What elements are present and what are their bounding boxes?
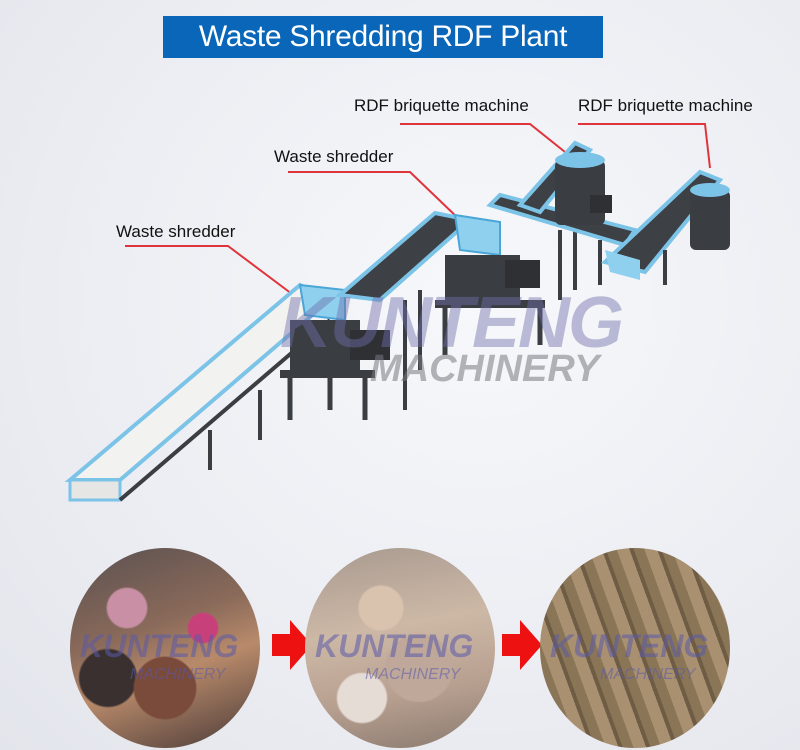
leader-lines: [125, 123, 711, 301]
watermark-brand: KUNTENG: [550, 628, 709, 664]
inclined-conveyor: [64, 282, 334, 502]
plant-illustration: [64, 123, 730, 502]
watermark-brand: KUNTENG: [280, 283, 624, 363]
waste-shredder-1: [280, 283, 422, 420]
watermark-sub: MACHINERY: [365, 666, 461, 683]
watermark-sub: MACHINERY: [370, 348, 600, 390]
label-rdf-briquette-machine-1: RDF briquette machine: [354, 96, 529, 115]
page-title: Waste Shredding RDF Plant: [163, 16, 603, 58]
label-rdf-briquette-machine-2: RDF briquette machine: [578, 96, 753, 115]
rdf-briquette-machine-1: [516, 140, 612, 225]
label-waste-shredder-2: Waste shredder: [274, 147, 394, 166]
process-step-shredded-waste: KUNTENG MACHINERY: [305, 548, 495, 748]
process-step-raw-waste: KUNTENG MACHINERY: [70, 548, 260, 748]
right-arrow-icon: [502, 620, 542, 670]
watermark-brand: KUNTENG: [315, 628, 474, 664]
watermark-brand: KUNTENG: [80, 628, 239, 664]
label-waste-shredder-1: Waste shredder: [116, 222, 236, 241]
rdf-briquette-machine-2: [600, 169, 730, 285]
watermark-sub: MACHINERY: [130, 666, 226, 683]
waste-shredder-2: [435, 213, 577, 355]
watermark-sub: MACHINERY: [600, 666, 696, 683]
right-arrow-icon: [272, 620, 312, 670]
process-step-rdf-pellets: KUNTENG MACHINERY: [540, 548, 730, 748]
